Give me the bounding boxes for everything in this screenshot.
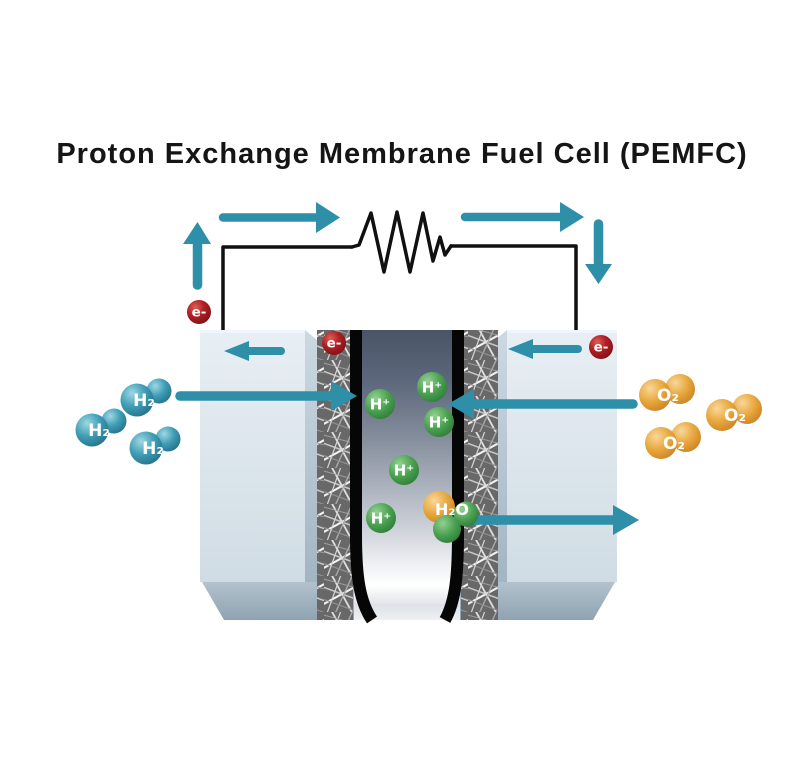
electron-label: e- (594, 340, 609, 356)
cathode-electron-arrow-icon (508, 339, 582, 359)
proton-label: H⁺ (429, 414, 449, 432)
o2-molecule: O₂ (645, 422, 701, 459)
proton-label: H⁺ (371, 510, 391, 528)
cathode-front-face (507, 330, 617, 582)
particles-layer: H₂ H₂ H₂ O₂ O₂ O₂ H⁺ H⁺ H⁺ H⁺ H⁺ H₂O e-e-e- (75, 300, 762, 543)
h2-molecule: H₂ (129, 426, 181, 465)
anode-block (200, 330, 317, 582)
water-molecule: H₂O (423, 491, 479, 543)
electron-ball: e- (589, 335, 613, 359)
o2-molecule: O₂ (639, 374, 695, 411)
o2-label: O₂ (657, 386, 679, 406)
electron-flow-arrow-top-right-icon (460, 202, 584, 232)
resistor-icon (350, 210, 453, 274)
circuit-wire (221, 244, 578, 336)
h2-label: H₂ (133, 391, 155, 411)
proton-label: H⁺ (394, 462, 414, 480)
electron-ball: e- (322, 331, 346, 355)
proton-ball: H⁺ (424, 407, 454, 437)
anode-front-face (200, 330, 305, 582)
gas-diffusion-layer-right (461, 330, 498, 620)
h2-label: H₂ (88, 421, 110, 441)
hydrogen-inlet-arrow-icon (175, 381, 357, 411)
h2-label: H₂ (142, 439, 164, 459)
electron-flow-arrow-top-left-icon (218, 202, 340, 233)
o2-label: O₂ (663, 434, 685, 454)
proton-ball: H⁺ (417, 372, 447, 402)
h2-molecule: H₂ (75, 408, 127, 447)
electron-flow-arrow-up-icon (183, 222, 211, 290)
proton-label: H⁺ (370, 396, 390, 414)
h2-molecule: H₂ (120, 378, 172, 417)
water-label: H₂O (435, 500, 469, 519)
anode-electron-arrow-icon (224, 341, 285, 361)
oxygen-inlet-arrow-icon (448, 389, 638, 419)
electron-label: e- (192, 305, 207, 321)
proton-ball: H⁺ (365, 389, 395, 419)
o2-label: O₂ (724, 406, 746, 426)
cathode-top-edge (507, 330, 617, 333)
anode-top-edge (200, 330, 305, 333)
cathode-block (495, 330, 617, 582)
diagram-title: Proton Exchange Membrane Fuel Cell (PEMF… (56, 138, 747, 170)
gas-diffusion-layer-left (317, 330, 353, 620)
proton-ball: H⁺ (389, 455, 419, 485)
proton-label: H⁺ (422, 379, 442, 397)
water-outlet-arrow-icon (465, 505, 639, 535)
o2-molecule: O₂ (706, 394, 762, 431)
proton-ball: H⁺ (366, 503, 396, 533)
anode-side-face (305, 330, 317, 582)
electron-flow-arrow-down-icon (585, 219, 612, 284)
electron-ball: e- (187, 300, 211, 324)
electron-label: e- (327, 336, 342, 352)
catalyst-layer-left (350, 330, 378, 624)
